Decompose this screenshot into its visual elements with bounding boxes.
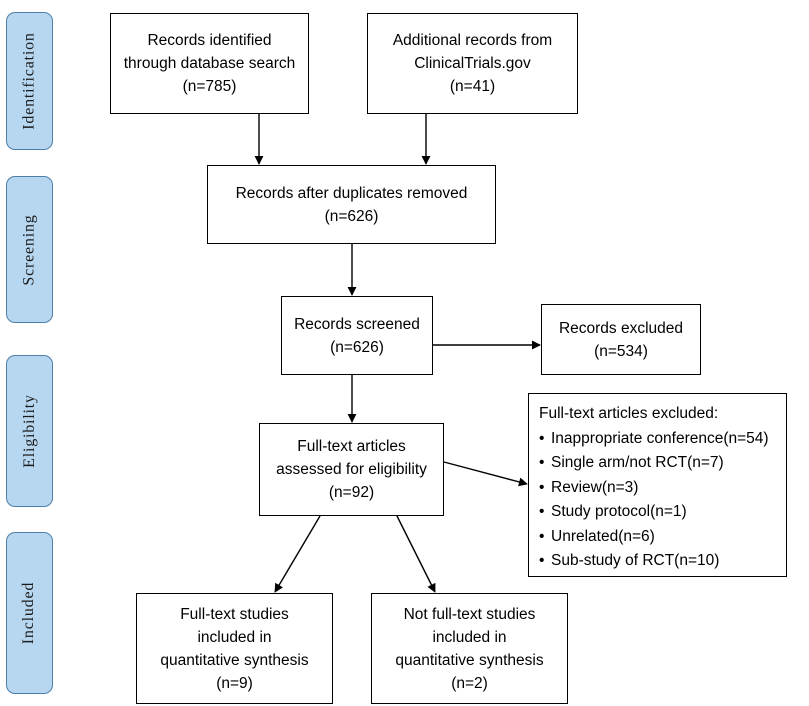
box-line: (n=534) [594, 342, 648, 360]
box-line: through database search [123, 55, 296, 72]
bullet: • [539, 503, 545, 520]
box-fulltext-assessed: Full-text articles assessed for eligibil… [259, 423, 444, 516]
box-clinicaltrials: Additional records from ClinicalTrials.g… [367, 13, 578, 114]
box-line: Not full-text studies [403, 605, 536, 623]
box-line: (n=626) [324, 207, 379, 225]
box-line: included in [432, 628, 507, 646]
box-line: quantitative synthesis [160, 651, 309, 669]
box-line: (n=626) [330, 338, 384, 356]
bullet: • [539, 527, 545, 545]
box-line: Full-text articles [297, 438, 406, 455]
box-duplicates-removed: Records after duplicates removed (n=626) [207, 165, 496, 244]
box-line: ClinicalTrials.gov [414, 55, 531, 72]
box-line: Records excluded [558, 319, 684, 337]
box-line: Records identified [147, 32, 272, 49]
box-line: quantitative synthesis [395, 651, 544, 669]
box-line: (n=92) [328, 484, 375, 501]
list-item-text: Unrelated(n=6) [551, 527, 655, 545]
list-item-text: Review(n=3) [551, 478, 639, 496]
arrow-fulltext-to-not-included [396, 515, 436, 593]
box-line: (n=2) [451, 674, 488, 692]
box-not-fulltext-included: Not full-text studies included in quanti… [371, 593, 568, 704]
bullet: • [539, 454, 545, 471]
phase-screening: Screening [6, 176, 53, 323]
box-fulltext-included: Full-text studies included in quantitati… [136, 593, 333, 704]
list-item-text: Inappropriate conference(n=54) [551, 429, 769, 447]
box-line: Records after duplicates removed [235, 184, 468, 202]
arrow-fulltext-to-excluded [443, 461, 528, 487]
phase-included: Included [6, 532, 53, 694]
phase-identification-label: Identification [20, 32, 38, 130]
box-line: Full-text studies [180, 605, 289, 623]
box-line: Additional records from [392, 32, 553, 49]
list-item: • Unrelated(n=6) [539, 525, 769, 550]
list-item: • Review(n=3) [539, 476, 769, 501]
phase-identification: Identification [6, 12, 53, 150]
list-item-text: Sub-study of RCT(n=10) [551, 552, 720, 569]
bullet: • [539, 429, 545, 447]
excluded-reasons-list: • Inappropriate conference(n=54) • Single … [539, 427, 769, 574]
list-item-text: Study protocol(n=1) [551, 503, 687, 520]
box-records-screened: Records screened (n=626) [281, 296, 433, 375]
box-line: included in [197, 628, 272, 646]
box-line: (n=785) [182, 78, 237, 95]
phase-included-label: Included [20, 581, 38, 645]
box-line: assessed for eligibility [276, 461, 427, 478]
box-line: (n=9) [216, 674, 253, 692]
list-item: • Single arm/not RCT(n=7) [539, 451, 769, 476]
arrow-fulltext-to-included [274, 515, 321, 593]
phase-eligibility: Eligibility [6, 355, 53, 507]
phase-eligibility-label: Eligibility [20, 394, 38, 468]
box-fulltext-excluded: Full-text articles excluded: • Inappropri… [528, 393, 787, 577]
box-line: (n=41) [449, 78, 496, 95]
box-records-excluded: Records excluded (n=534) [541, 304, 701, 375]
list-item-text: Single arm/not RCT(n=7) [551, 454, 724, 471]
box-line: Records screened [294, 315, 420, 333]
list-item: • Study protocol(n=1) [539, 500, 769, 525]
bullet: • [539, 478, 545, 496]
excluded-heading: Full-text articles excluded: [539, 405, 719, 422]
phase-screening-label: Screening [20, 213, 38, 286]
bullet: • [539, 552, 545, 569]
list-item: • Inappropriate conference(n=54) [539, 427, 769, 452]
box-database-search: Records identified through database sear… [110, 13, 309, 114]
list-item: • Sub-study of RCT(n=10) [539, 549, 769, 574]
